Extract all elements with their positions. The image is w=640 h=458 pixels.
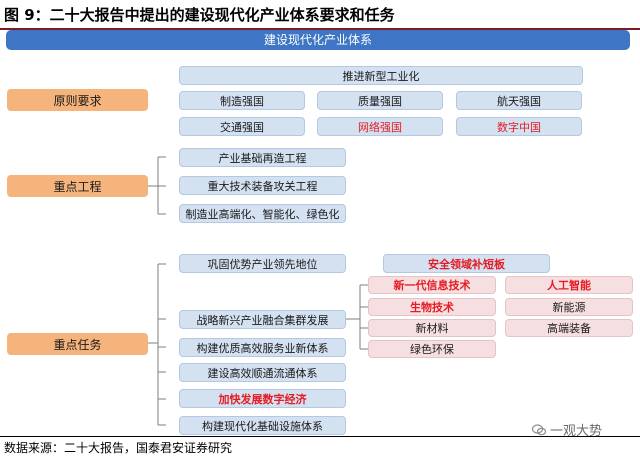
- wechat-icon: [531, 423, 547, 436]
- emerging-item-5: 新材料: [368, 319, 496, 337]
- category-principles: 原则要求: [7, 89, 148, 111]
- project-item-2: 重大技术装备攻关工程: [179, 176, 346, 195]
- watermark: 一观大势: [531, 420, 603, 439]
- principle-item-5: 网络强国: [317, 117, 443, 136]
- emerging-item-2: 人工智能: [505, 276, 633, 294]
- watermark-text: 一观大势: [550, 424, 603, 439]
- principles-header: 推进新型工业化: [179, 66, 583, 85]
- project-item-1: 产业基础再造工程: [179, 148, 346, 167]
- category-tasks: 重点任务: [7, 333, 148, 355]
- task-item-4: 建设高效顺通流通体系: [179, 363, 346, 382]
- principle-item-4: 交通强国: [179, 117, 305, 136]
- principle-item-1: 制造强国: [179, 91, 305, 110]
- principle-item-2: 质量强国: [317, 91, 443, 110]
- figure-title: 图 9：二十大报告中提出的建设现代化产业体系要求和任务: [4, 6, 395, 24]
- task-item-5: 加快发展数字经济: [179, 389, 346, 408]
- task-item-3: 构建优质高效服务业新体系: [179, 338, 346, 357]
- category-projects: 重点工程: [7, 175, 148, 197]
- task-item-1: 巩固优势产业领先地位: [179, 254, 346, 273]
- task-item-6: 构建现代化基础设施体系: [179, 416, 346, 435]
- footer-divider: [0, 436, 640, 437]
- emerging-item-4: 新能源: [505, 298, 633, 316]
- source-note: 数据来源：二十大报告，国泰君安证券研究: [4, 441, 233, 455]
- emerging-item-7: 绿色环保: [368, 340, 496, 358]
- security-shortboard: 安全领域补短板: [383, 254, 550, 273]
- emerging-item-6: 高端装备: [505, 319, 633, 337]
- principle-item-6: 数字中国: [456, 117, 582, 136]
- emerging-item-3: 生物技术: [368, 298, 496, 316]
- project-item-3: 制造业高端化、智能化、绿色化: [179, 204, 346, 223]
- emerging-item-1: 新一代信息技术: [368, 276, 496, 294]
- banner: 建设现代化产业体系: [6, 30, 630, 50]
- task-item-2: 战略新兴产业融合集群发展: [179, 310, 346, 329]
- title-divider: [0, 28, 640, 30]
- principle-item-3: 航天强国: [456, 91, 582, 110]
